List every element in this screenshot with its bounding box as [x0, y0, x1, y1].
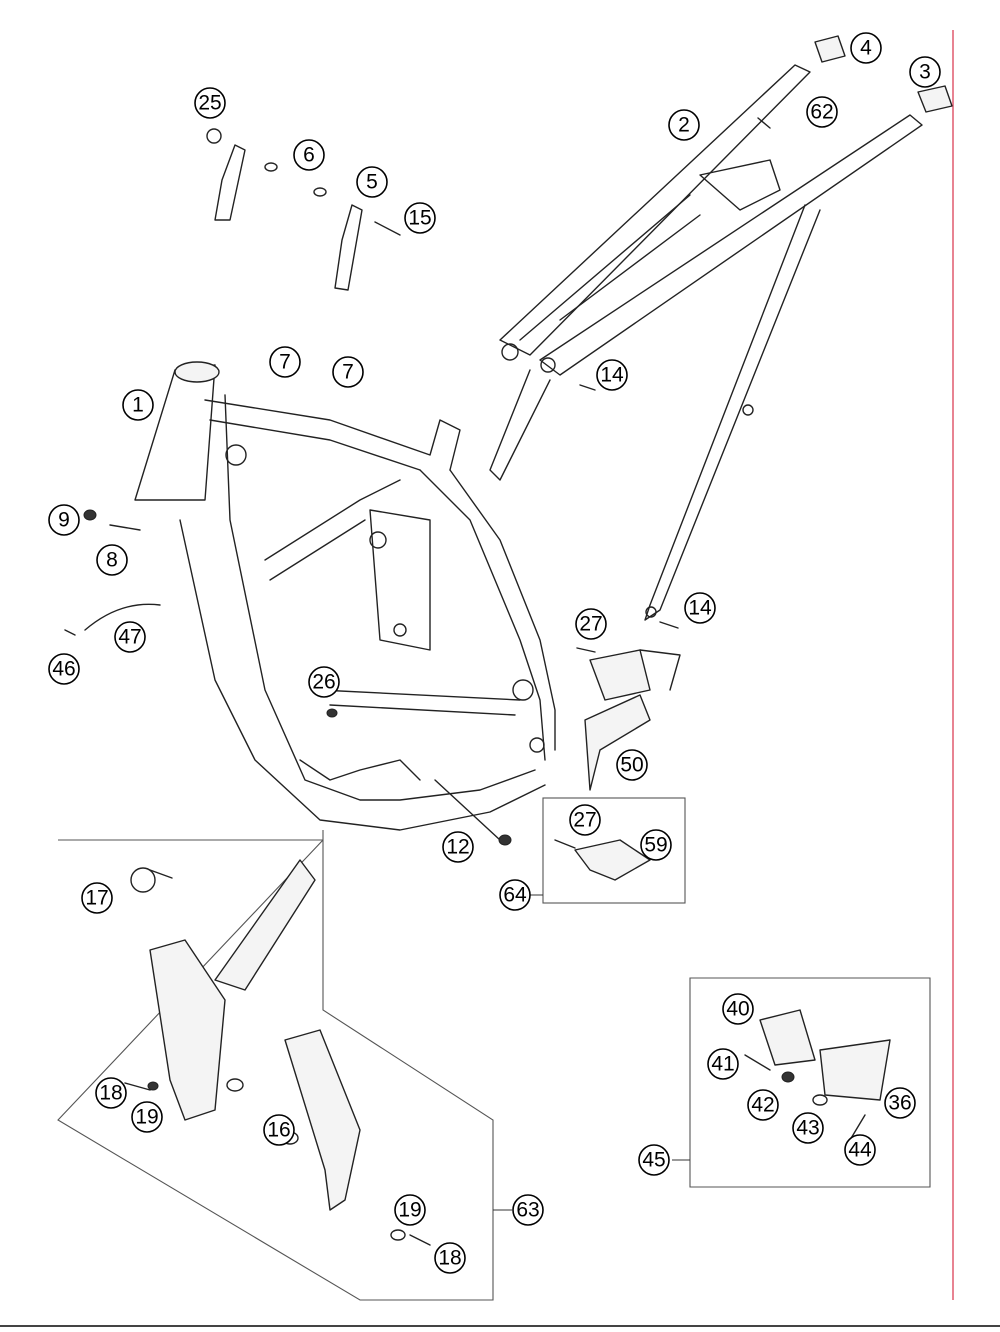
callout-19a: 19	[131, 1101, 163, 1133]
subframe	[489, 64, 923, 621]
callout-26: 26	[308, 666, 340, 698]
svg-text:7: 7	[279, 351, 291, 374]
callout-6: 6	[293, 139, 325, 171]
callout-40: 40	[722, 993, 754, 1025]
callout-2: 2	[668, 109, 700, 141]
svg-text:8: 8	[106, 549, 118, 572]
svg-text:1: 1	[132, 394, 144, 417]
callout-14b: 14	[684, 592, 716, 624]
callout-9: 9	[48, 504, 80, 536]
callout-1: 1	[122, 389, 154, 421]
svg-text:19: 19	[398, 1199, 421, 1222]
callout-46: 46	[48, 653, 80, 685]
box-63	[57, 830, 512, 1301]
box-45	[672, 977, 931, 1188]
svg-text:64: 64	[503, 884, 527, 907]
main-frame	[134, 361, 556, 831]
callout-3: 3	[909, 56, 941, 88]
svg-text:50: 50	[620, 754, 643, 777]
callout-17: 17	[81, 882, 113, 914]
svg-text:4: 4	[860, 37, 872, 60]
svg-text:15: 15	[408, 207, 431, 230]
callout-14a: 14	[596, 359, 628, 391]
svg-text:6: 6	[303, 144, 315, 167]
svg-text:40: 40	[726, 998, 749, 1021]
svg-text:44: 44	[848, 1139, 872, 1162]
callout-64: 64	[499, 879, 531, 911]
box-64	[525, 797, 686, 904]
callout-47: 47	[114, 621, 146, 653]
callout-18b: 18	[434, 1242, 466, 1274]
callout-27b: 27	[569, 804, 601, 836]
svg-text:16: 16	[267, 1119, 290, 1142]
svg-text:3: 3	[919, 61, 931, 84]
svg-text:12: 12	[446, 836, 469, 859]
svg-text:47: 47	[118, 626, 141, 649]
callout-43: 43	[792, 1112, 824, 1144]
svg-text:36: 36	[888, 1092, 911, 1115]
callout-8: 8	[96, 544, 128, 576]
callout-27a: 27	[575, 608, 607, 640]
callout-36: 36	[884, 1087, 916, 1119]
callout-42: 42	[747, 1089, 779, 1121]
callout-5: 5	[356, 166, 388, 198]
callout-50: 50	[616, 749, 648, 781]
fasteners	[64, 117, 771, 846]
chain-guide-50	[584, 649, 681, 791]
callout-7a: 7	[269, 346, 301, 378]
callout-59: 59	[640, 829, 672, 861]
svg-text:18: 18	[438, 1247, 461, 1270]
svg-text:26: 26	[312, 671, 335, 694]
callout-41: 41	[707, 1048, 739, 1080]
svg-text:63: 63	[516, 1199, 539, 1222]
callout-4: 4	[850, 32, 882, 64]
svg-text:27: 27	[579, 613, 602, 636]
svg-text:27: 27	[573, 809, 596, 832]
callout-62: 62	[806, 96, 838, 128]
top-bracket-b	[264, 162, 401, 291]
callout-63: 63	[512, 1194, 544, 1226]
top-bracket-a	[206, 128, 246, 221]
svg-text:43: 43	[796, 1117, 819, 1140]
svg-text:9: 9	[58, 509, 70, 532]
frame-cap-3	[917, 85, 953, 113]
svg-text:46: 46	[52, 658, 75, 681]
svg-text:7: 7	[342, 361, 354, 384]
callout-45: 45	[638, 1144, 670, 1176]
svg-text:59: 59	[644, 834, 667, 857]
callout-18a: 18	[95, 1077, 127, 1109]
callout-15: 15	[404, 202, 436, 234]
callout-19b: 19	[394, 1194, 426, 1226]
callout-12: 12	[442, 831, 474, 863]
callout-25: 25	[194, 87, 226, 119]
frame-cap-4	[814, 35, 846, 63]
svg-text:41: 41	[711, 1053, 734, 1076]
svg-text:62: 62	[810, 101, 833, 124]
svg-text:5: 5	[366, 171, 378, 194]
callout-16: 16	[263, 1114, 295, 1146]
svg-text:19: 19	[135, 1106, 158, 1129]
callout-7b: 7	[332, 356, 364, 388]
svg-text:17: 17	[85, 887, 108, 910]
svg-text:14: 14	[688, 597, 712, 620]
svg-text:14: 14	[600, 364, 624, 387]
svg-text:2: 2	[678, 114, 690, 137]
svg-text:45: 45	[642, 1149, 665, 1172]
callout-44: 44	[844, 1134, 876, 1166]
svg-text:25: 25	[198, 92, 221, 115]
svg-text:18: 18	[99, 1082, 122, 1105]
svg-text:42: 42	[751, 1094, 774, 1117]
